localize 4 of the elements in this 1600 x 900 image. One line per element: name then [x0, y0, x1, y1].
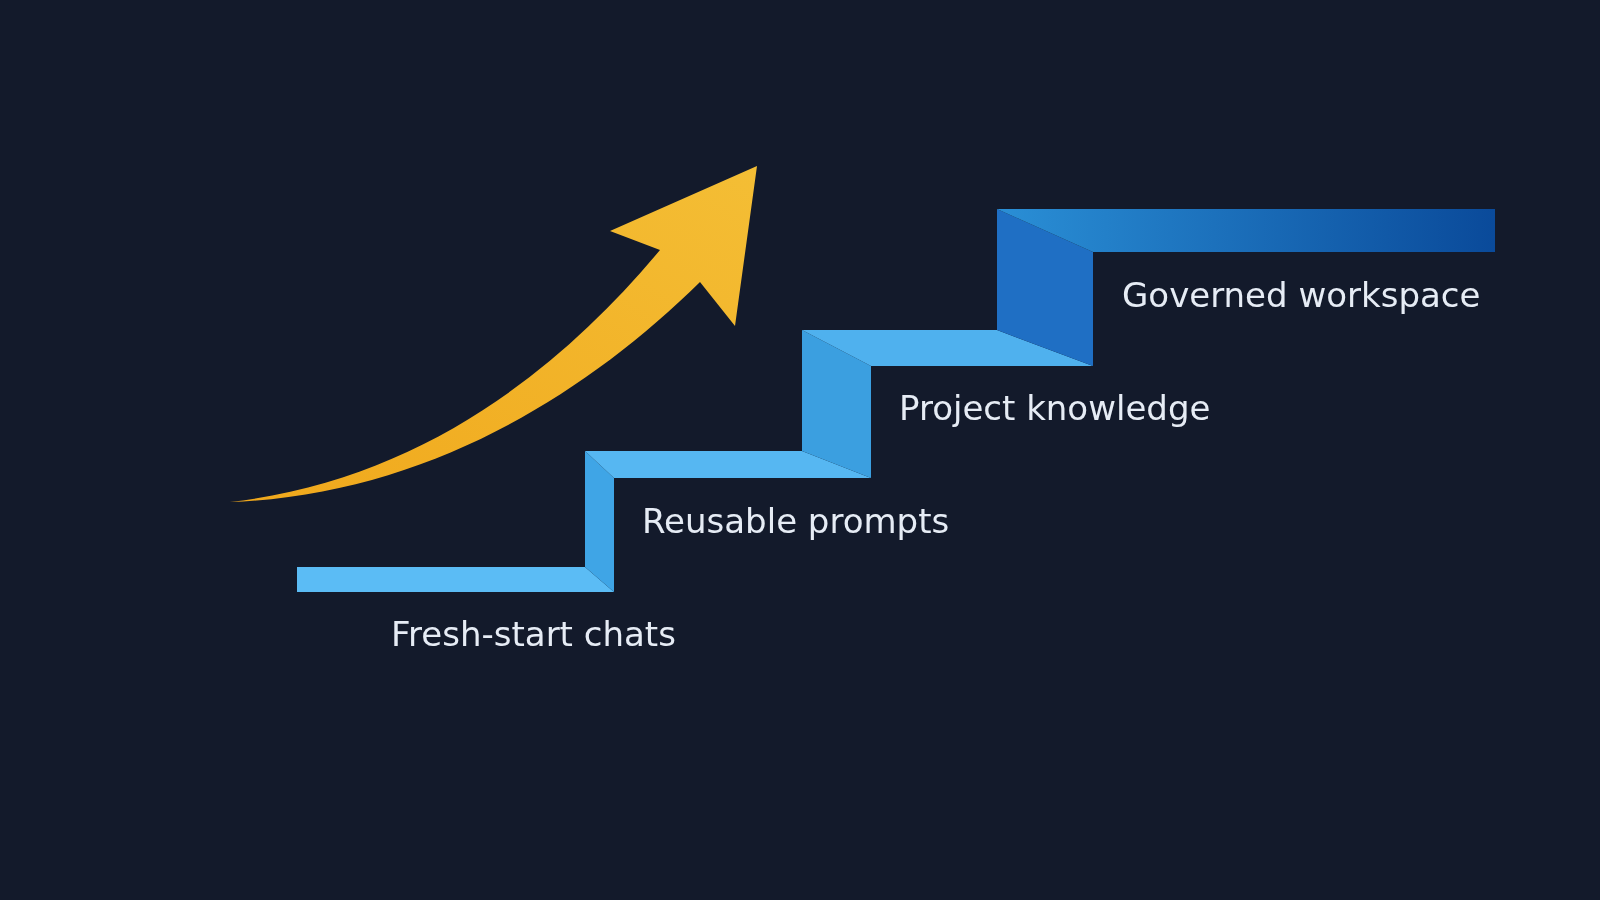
step-label: Governed workspace [1122, 278, 1481, 312]
step-label: Fresh-start chats [391, 617, 676, 651]
step-label: Project knowledge [899, 391, 1211, 425]
step-label: Reusable prompts [642, 504, 950, 538]
